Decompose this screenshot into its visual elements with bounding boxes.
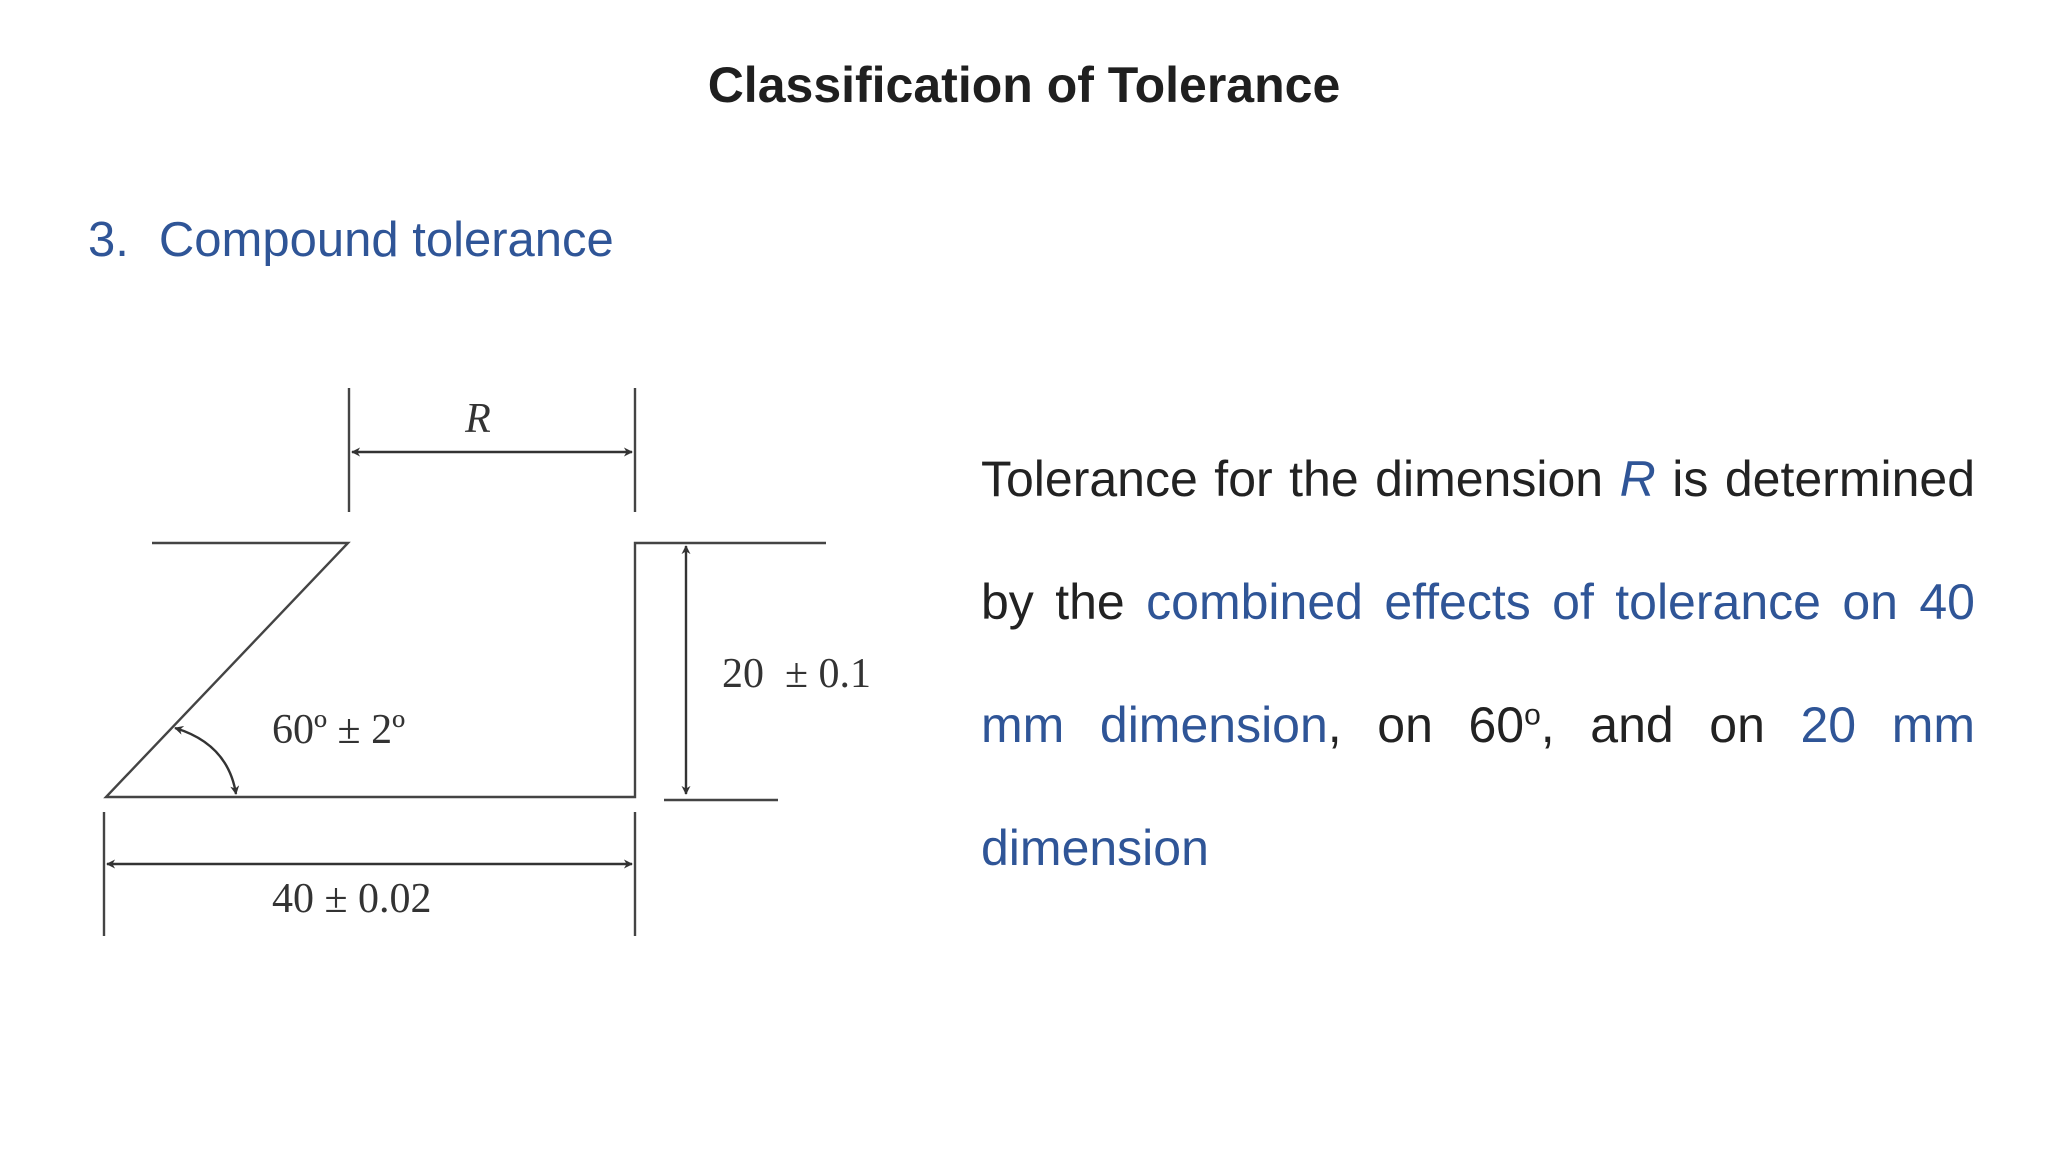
section-heading: 3. Compound tolerance [88, 212, 614, 268]
section-number: 3. [88, 213, 129, 267]
desc-degree-sup: o [1524, 698, 1541, 732]
desc-part1: Tolerance for the dimension [981, 451, 1620, 507]
slide-title: Classification of Tolerance [707, 57, 1341, 113]
label-r: R [464, 396, 491, 442]
angle-arc-arrow [174, 726, 240, 795]
desc-highlight-20mm: 20 mm dimension [981, 697, 1976, 876]
desc-part4: , and on [1540, 697, 1801, 753]
desc-part2: is determined by the [981, 451, 1975, 630]
section-heading-text: Compound tolerance [158, 213, 614, 267]
part-outline [103, 541, 826, 799]
description-paragraph: Tolerance for the dimension R is determi… [981, 418, 1975, 910]
desc-r-symbol: R [1619, 451, 1656, 507]
desc-highlight-combined: combined effects of tolerance on 40 mm d… [981, 574, 1975, 753]
label-angle: 60º ± 2º [272, 707, 405, 753]
label-height: 20 ± 0.1 [722, 651, 871, 697]
desc-part3: , on 60 [1327, 697, 1525, 753]
label-width: 40 ± 0.02 [272, 876, 432, 922]
compound-tolerance-diagram: R 60º ± 2º 20 ± 0.1 40 ± 0.02 [102, 388, 871, 936]
